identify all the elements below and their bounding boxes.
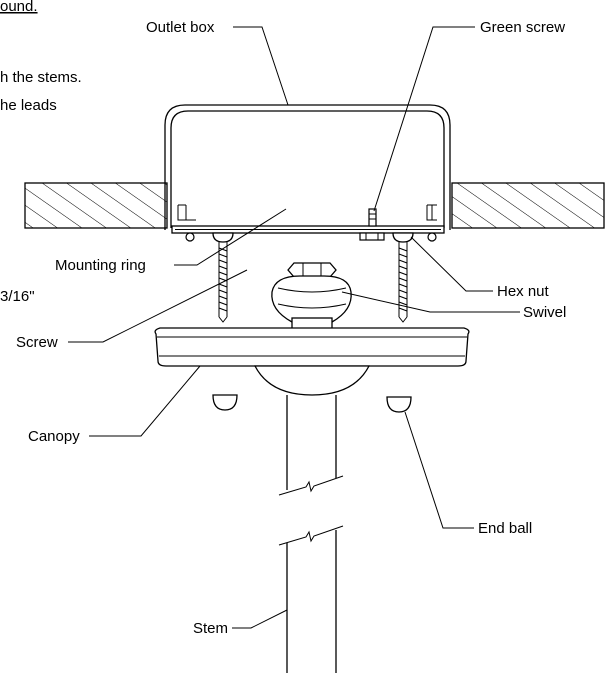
canopy xyxy=(154,327,470,396)
end-ball-left xyxy=(212,394,238,411)
side-text-dimension: 3/16" xyxy=(0,288,35,305)
label-outlet-box: Outlet box xyxy=(146,19,215,36)
side-text-line1: h the stems. xyxy=(0,69,82,86)
label-end-ball: End ball xyxy=(478,520,532,537)
leader-lines xyxy=(68,26,520,629)
end-ball-right xyxy=(386,396,412,413)
label-hex-nut: Hex nut xyxy=(497,283,550,300)
side-text-line2: he leads xyxy=(0,97,57,114)
left-mounting-screw xyxy=(212,232,234,323)
green-screw xyxy=(359,208,385,241)
label-swivel: Swivel xyxy=(523,304,566,321)
mounting-ring xyxy=(171,225,445,242)
label-screw: Screw xyxy=(16,334,58,351)
ceiling-right xyxy=(451,182,605,229)
side-text-top: ound. xyxy=(0,0,38,15)
ceiling-left xyxy=(24,182,168,229)
label-stem: Stem xyxy=(193,620,228,637)
hex-nut xyxy=(287,262,337,278)
outlet-box xyxy=(164,104,451,230)
label-green-screw: Green screw xyxy=(480,19,565,36)
swivel xyxy=(271,275,352,331)
label-canopy: Canopy xyxy=(28,428,80,445)
stem xyxy=(278,395,344,673)
right-mounting-screw xyxy=(392,232,414,323)
label-mounting-ring: Mounting ring xyxy=(55,257,146,274)
